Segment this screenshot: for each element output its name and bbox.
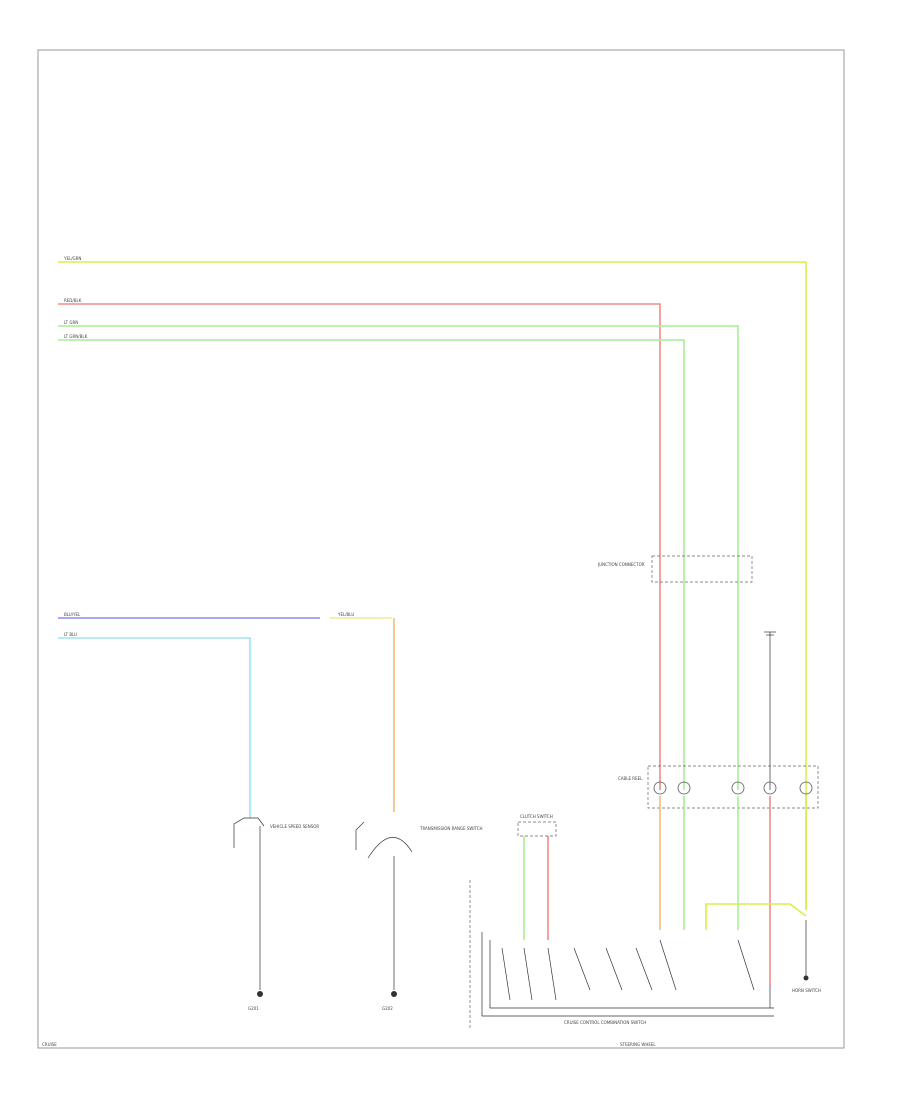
clutch-label: CLUTCH SWITCH	[520, 814, 553, 819]
connector-box	[647, 765, 819, 809]
left-sensor: VEHICLE SPEED SENSOR G201	[233, 817, 319, 1011]
switch-frame	[489, 940, 774, 1009]
wire-cyan: LT BLU	[58, 632, 251, 818]
wire-label: RED/BLK	[64, 298, 82, 303]
pin	[653, 781, 667, 795]
cruise-switch-label: CRUISE CONTROL COMBINATION SWITCH	[564, 1020, 646, 1025]
wire-blue-yellow: BLU/YEL YEL/BLU	[58, 612, 395, 812]
pin	[677, 781, 691, 795]
wire-label: BLU/YEL	[64, 612, 81, 617]
connector-label: JUNCTION CONNECTOR	[597, 562, 645, 567]
clutch-box	[517, 821, 557, 837]
ground-symbol-top	[764, 631, 776, 790]
wire-path	[58, 261, 807, 910]
horn-label: HORN SWITCH	[792, 988, 821, 993]
ground-terminal	[391, 991, 397, 997]
switch-contact	[605, 947, 623, 991]
wire-path	[705, 903, 807, 930]
pin	[763, 781, 777, 795]
wire-label: YEL/BLU	[337, 612, 354, 617]
wire-path	[58, 303, 661, 790]
connector-box	[651, 555, 753, 583]
wire-light-green: LT GRN	[58, 320, 739, 790]
right-sensor: TRANSMISSION RANGE SWITCH G202	[355, 821, 483, 1011]
wire-path	[58, 325, 739, 790]
wire-label: LT GRN/BLK	[64, 334, 88, 339]
switch-contact	[573, 947, 591, 991]
ground-label: G201	[248, 1006, 259, 1011]
wire-label: LT BLU	[64, 632, 77, 637]
switch-contact	[501, 947, 511, 1001]
switch-contact	[737, 939, 755, 991]
upper-connector: JUNCTION CONNECTOR	[597, 555, 753, 583]
pin	[731, 781, 745, 795]
wire-path	[58, 339, 685, 790]
horn-terminal	[803, 975, 809, 981]
switch-contact	[635, 947, 653, 991]
wire-path	[58, 637, 251, 818]
lower-connector: CABLE REEL	[618, 765, 819, 809]
switch-contact	[659, 939, 677, 991]
switch-contact	[523, 947, 533, 1001]
connector-label: CABLE REEL	[618, 776, 643, 781]
wire-red: RED/BLK	[58, 298, 661, 790]
wire-light-green-black: LT GRN/BLK	[58, 334, 685, 790]
switch-arc	[367, 837, 413, 859]
footer-code: CRUISE	[42, 1042, 57, 1047]
sensor-body	[355, 821, 365, 850]
wires-lower: HORN SWITCH	[659, 796, 821, 993]
ground-label: G202	[382, 1006, 393, 1011]
clutch-switch: CLUTCH SWITCH	[517, 814, 557, 940]
wire-yellow-green: YEL/GRN	[58, 256, 807, 910]
sensor-label: TRANSMISSION RANGE SWITCH	[419, 826, 483, 831]
steering-label: STEERING WHEEL	[620, 1042, 656, 1047]
sensor-label: VEHICLE SPEED SENSOR	[270, 824, 319, 829]
wire-label: YEL/GRN	[63, 256, 81, 261]
cruise-switch-block: CRUISE CONTROL COMBINATION SWITCH	[469, 880, 774, 1030]
diagram-frame	[37, 49, 845, 1049]
switch-frame	[481, 932, 774, 1017]
ground-terminal	[257, 991, 263, 997]
wire-label: LT GRN	[64, 320, 78, 325]
switch-contact	[547, 947, 557, 1001]
pin	[799, 781, 813, 795]
sensor-body	[233, 817, 265, 848]
